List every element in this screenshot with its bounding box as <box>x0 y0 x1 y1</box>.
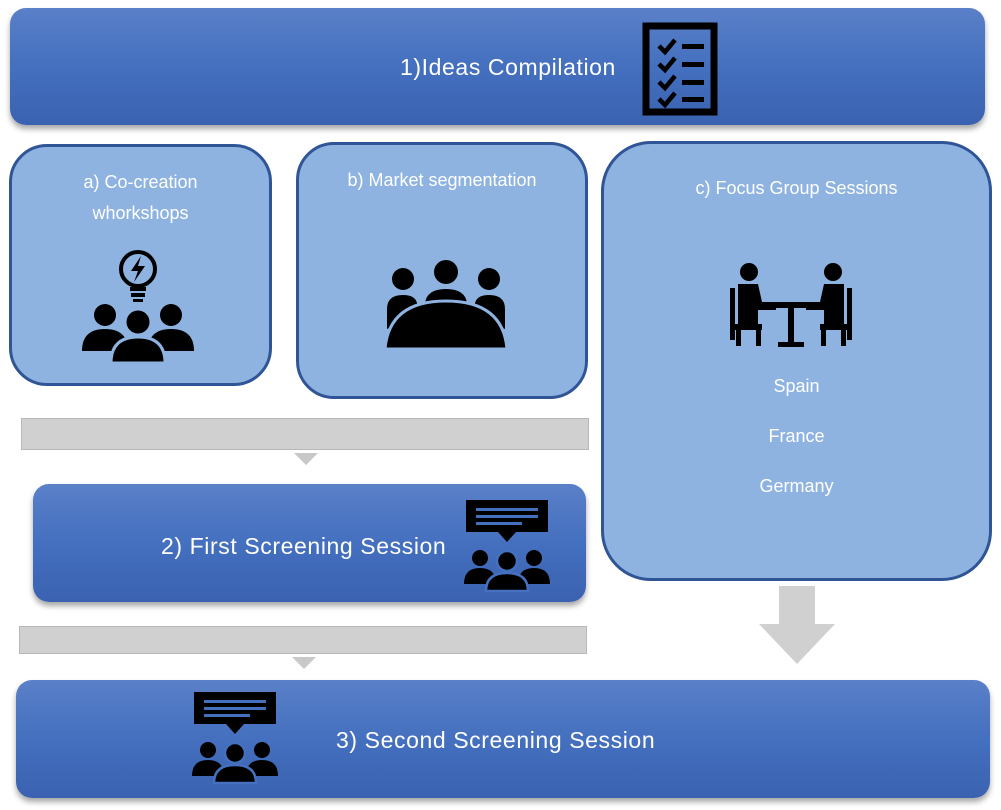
down-arrow-icon <box>759 586 835 664</box>
country-france: France <box>768 426 825 446</box>
box-a-label: a) Co-creation whorkshops <box>83 172 198 223</box>
idea-group-icon <box>82 250 194 365</box>
checklist-icon <box>642 22 718 116</box>
flow-arrow-2 <box>19 626 587 654</box>
flow-arrow-2-head <box>292 657 316 669</box>
step2-first-screening-session: 2) First Screening Session <box>33 484 586 602</box>
country-spain: Spain <box>773 376 820 396</box>
box-b-label: b) Market segmentation <box>347 170 537 190</box>
flow-arrow-1-head <box>294 453 318 465</box>
step2-label: 2) First Screening Session <box>161 533 447 559</box>
flow-arrow-1 <box>21 418 589 450</box>
meeting-table-icon <box>383 260 509 351</box>
box-co-creation-workshops: a) Co-creation whorkshops <box>9 144 272 386</box>
step3-second-screening-session: 3) Second Screening Session <box>16 680 990 798</box>
step1-label: 1)Ideas Compilation <box>400 54 616 80</box>
box-c-label: c) Focus Group Sessions <box>695 178 898 198</box>
discussion-group-icon <box>192 692 278 784</box>
box-market-segmentation: b) Market segmentation <box>296 142 588 399</box>
interview-icon <box>730 263 852 347</box>
step1-ideas-compilation: 1)Ideas Compilation <box>10 8 985 125</box>
discussion-group-icon <box>464 500 550 592</box>
country-germany: Germany <box>759 476 834 496</box>
step3-label: 3) Second Screening Session <box>336 727 656 753</box>
box-focus-group-sessions: c) Focus Group Sessions Spain France Ger… <box>601 141 992 581</box>
